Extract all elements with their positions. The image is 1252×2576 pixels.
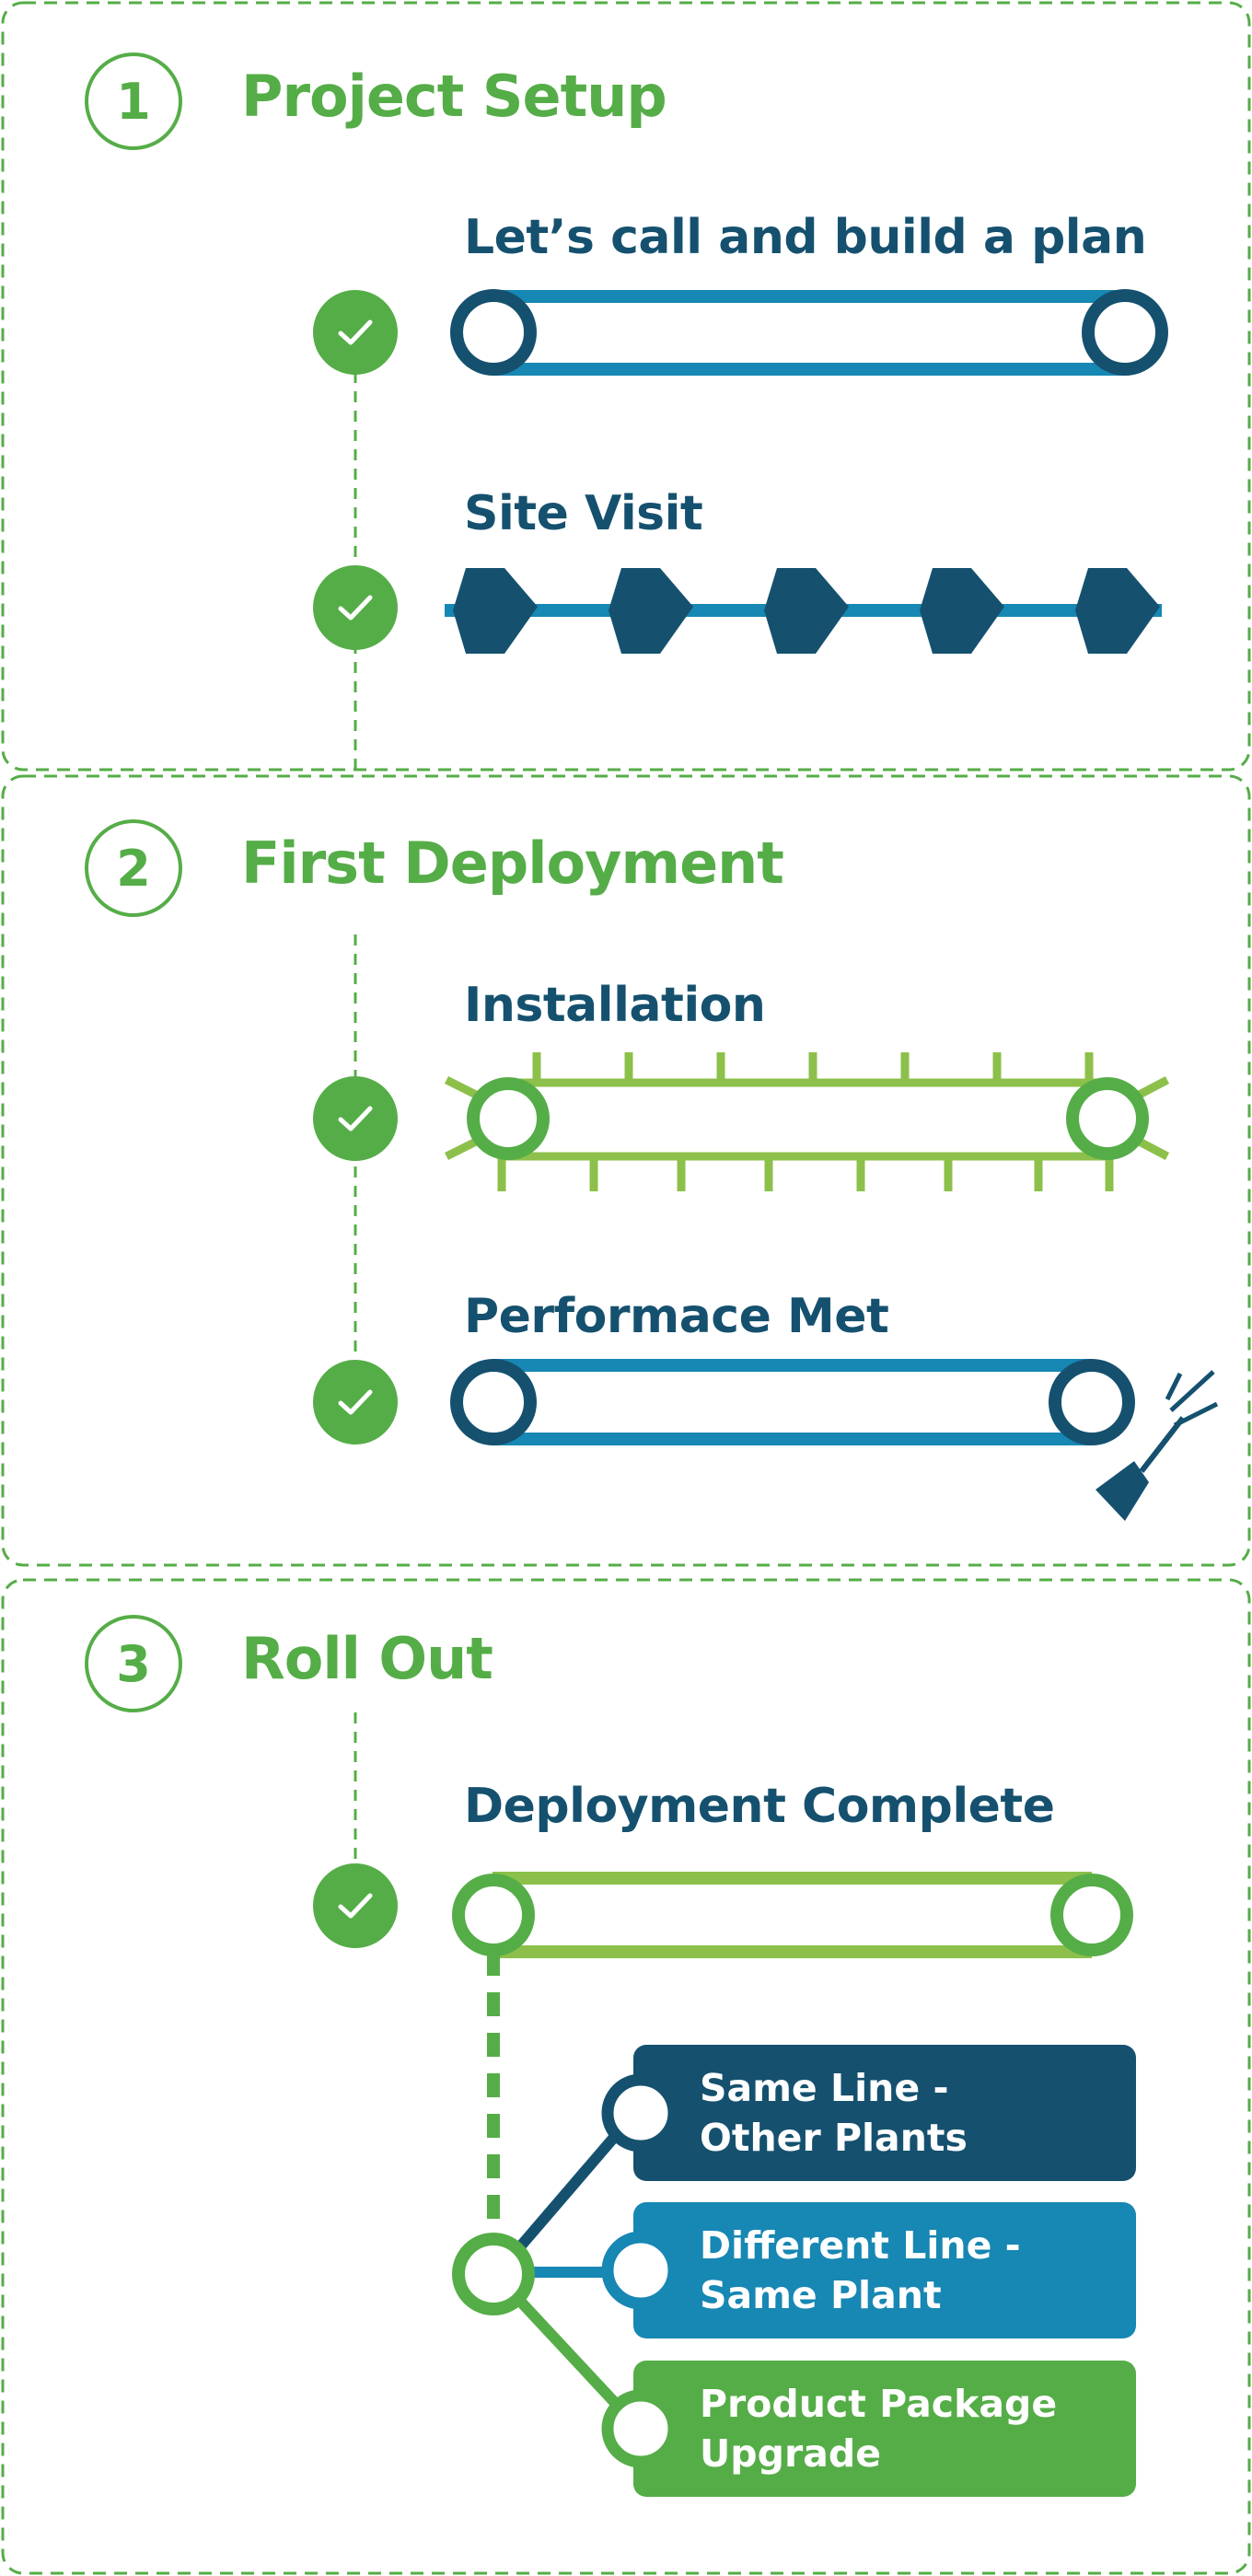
step-label: Let’s call and build a plan	[464, 210, 1147, 265]
option-line-1: Product Package	[700, 2382, 1058, 2426]
check-icon	[313, 1360, 398, 1445]
stage-3-number: 3	[85, 1615, 182, 1712]
step-label: Performace Met	[464, 1289, 889, 1344]
spray-nozzle-icon	[1096, 1461, 1149, 1521]
conveyor-belt-graphic	[450, 289, 1168, 376]
check-icon	[313, 1863, 398, 1948]
option-node	[601, 2231, 680, 2310]
check-icon	[313, 565, 398, 650]
stage-2-title: First Deployment	[241, 830, 784, 897]
option-same-line-other-plants: Same Line - Other Plants	[633, 2045, 1136, 2181]
stage-1-number: 1	[85, 52, 182, 150]
stage-1-panel	[1, 1, 1251, 772]
check-icon	[313, 290, 398, 375]
stage-3-title: Roll Out	[241, 1625, 493, 1692]
check-icon	[313, 1076, 398, 1161]
option-line-1: Same Line -	[700, 2066, 949, 2110]
stage-3-panel	[1, 1578, 1251, 2575]
pentagon-chain-graphic	[445, 568, 1162, 654]
option-node	[601, 2389, 680, 2468]
belt-with-spray-nozzle-graphic	[450, 1359, 1219, 1521]
option-line-2: Upgrade	[700, 2431, 882, 2476]
option-different-line-same-plant: Different Line - Same Plant	[633, 2202, 1136, 2338]
step-label: Deployment Complete	[464, 1779, 1055, 1834]
option-line-2: Other Plants	[700, 2116, 968, 2160]
step-label: Site Visit	[464, 486, 703, 541]
stage-1-title: Project Setup	[241, 63, 667, 130]
option-product-package-upgrade: Product Package Upgrade	[633, 2361, 1136, 2497]
option-line-2: Same Plant	[700, 2273, 942, 2317]
spiked-belt-graphic	[444, 1052, 1170, 1191]
option-line-1: Different Line -	[700, 2223, 1021, 2268]
rollout-branch-graphic	[452, 1952, 621, 2409]
option-node	[601, 2073, 680, 2152]
deployment-belt-graphic	[452, 1872, 1133, 1958]
stage-2-panel	[1, 774, 1251, 1567]
stage-2-number: 2	[85, 819, 182, 917]
step-label: Installation	[464, 978, 766, 1033]
